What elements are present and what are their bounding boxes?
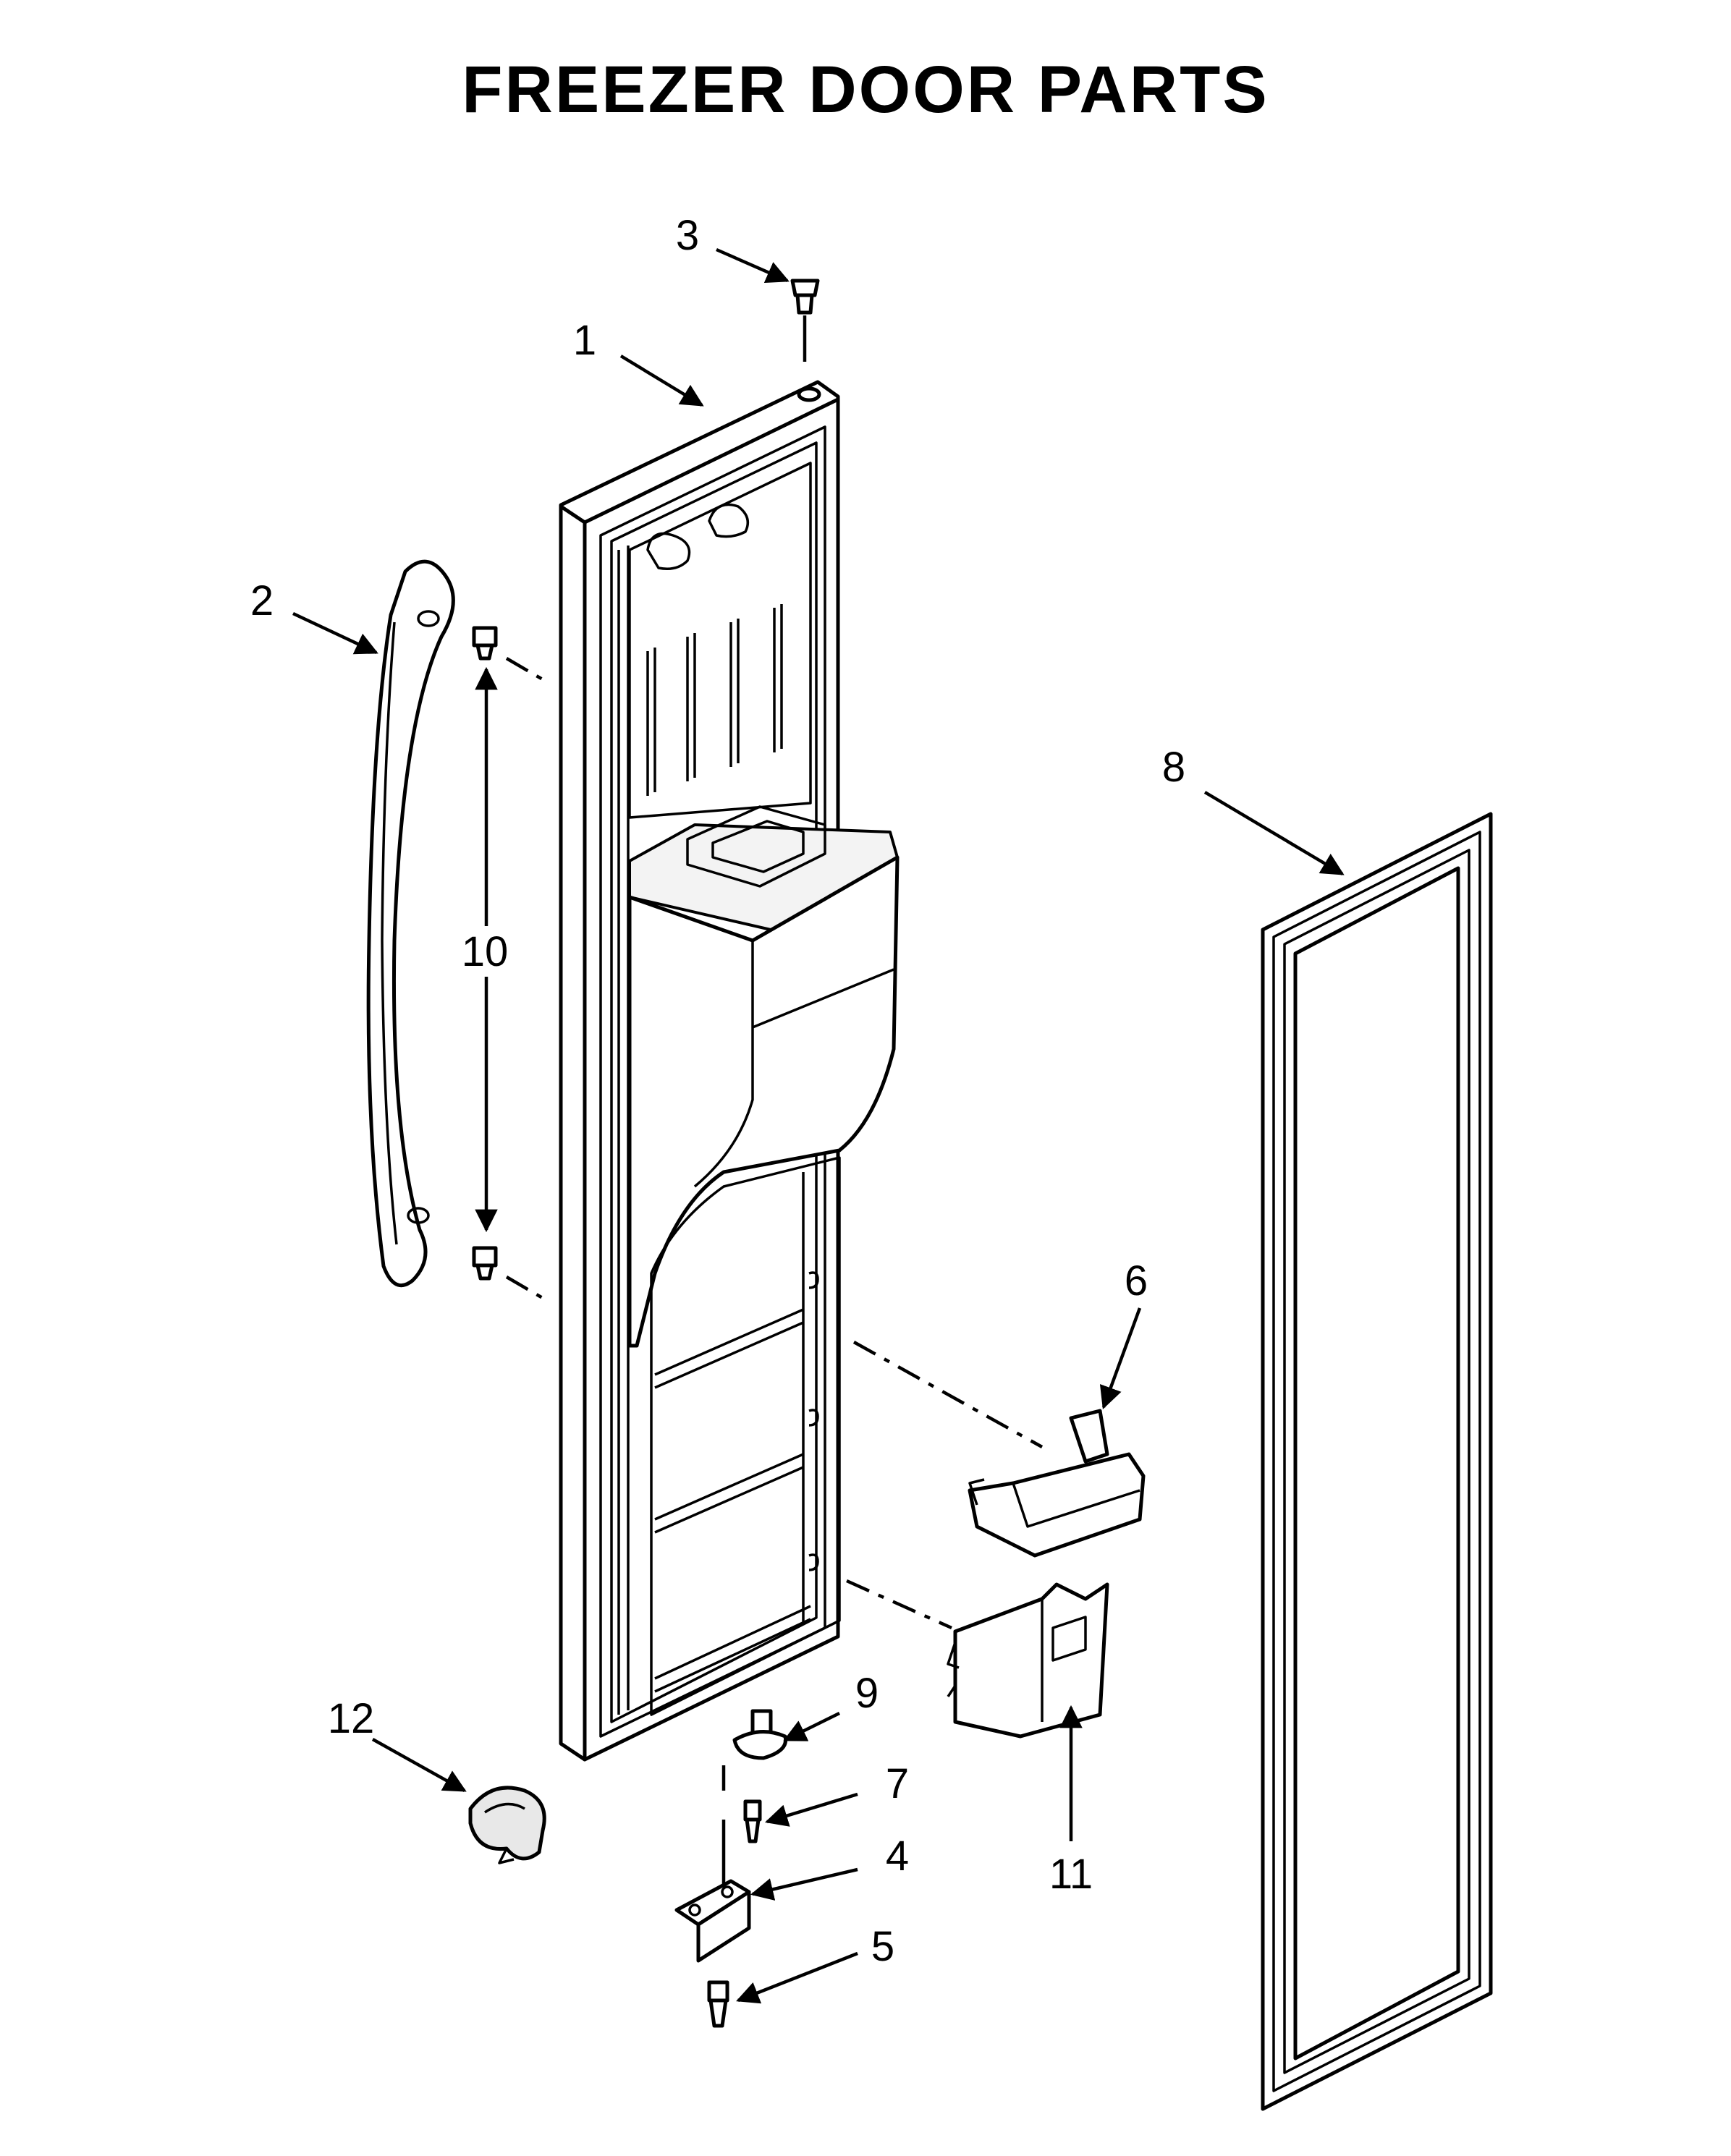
- diagram-title: FREEZER DOOR PARTS: [462, 53, 1269, 127]
- callout-11: 11: [1049, 1851, 1093, 1898]
- callout-10: 10: [462, 928, 509, 975]
- part-5-hinge-screw: [707, 1980, 729, 2028]
- callout-3: 3: [676, 212, 699, 259]
- part-12-clip: [468, 1786, 546, 1864]
- callout-2: 2: [250, 577, 274, 624]
- callout-12: 12: [328, 1695, 375, 1742]
- part-11-door-bin-large: [947, 1582, 1109, 1739]
- callout-8: 8: [1162, 744, 1185, 791]
- leader-lines: [292, 247, 1345, 2004]
- callout-1: 1: [573, 317, 596, 364]
- part-6-door-bin-small: [968, 1409, 1146, 1558]
- part-3-hinge-bushing: [790, 279, 820, 362]
- part-1-freezer-door: [559, 380, 900, 1762]
- part-10-handle-screws: [456, 626, 551, 1304]
- part-8-door-gasket: [1261, 812, 1493, 2111]
- part-4-hinge-bracket: [674, 1879, 751, 1963]
- callout-5: 5: [871, 1923, 894, 1970]
- callout-labels: 1 2 3 4 5 6 7 8 9 10 11 12: [250, 212, 1185, 1970]
- callout-4: 4: [886, 1833, 909, 1880]
- part-9-lower-hinge-pin: [721, 1709, 788, 1896]
- callout-9: 9: [855, 1670, 879, 1717]
- callout-6: 6: [1125, 1257, 1148, 1304]
- part-7-screw: [743, 1799, 762, 1843]
- part-2-door-handle: [366, 559, 455, 1288]
- callout-7: 7: [886, 1760, 909, 1807]
